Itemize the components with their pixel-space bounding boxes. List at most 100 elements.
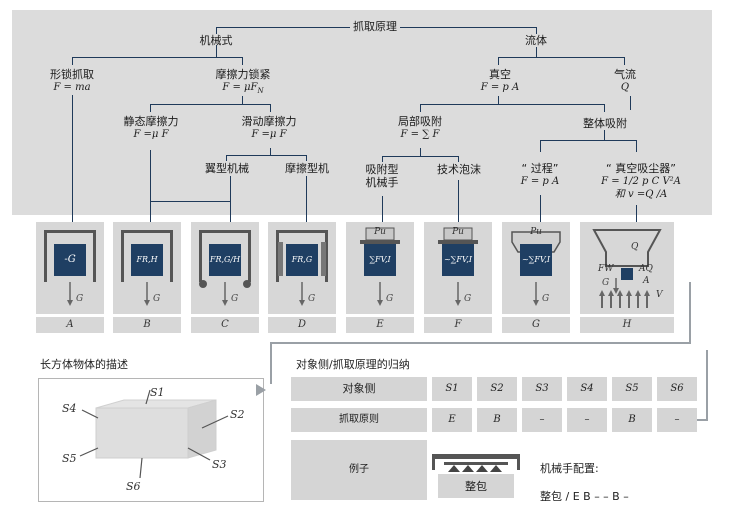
config-value: 整包 / E B – – B – [540, 490, 629, 503]
force-block: ∑FV,I [364, 244, 396, 276]
tree-line [230, 201, 231, 223]
tree-line [382, 196, 383, 223]
principle-cell: E [432, 408, 472, 432]
tree-line [216, 45, 217, 57]
node-fluid: 流体 [525, 34, 547, 47]
node-friction-type: 摩擦型机 [285, 162, 329, 175]
node-sliding-friction: 滑动摩擦力 F =μ F [241, 115, 297, 140]
tree-line [150, 201, 230, 202]
airflow-label-v: V [656, 290, 663, 300]
side-label-s5: S5 [62, 452, 77, 465]
row-header-example: 例子 [291, 440, 427, 500]
tree-line [604, 130, 605, 140]
tree-line [270, 148, 271, 155]
object-side-cell: S3 [522, 377, 562, 401]
gripper-drawing [199, 230, 251, 306]
tree-line [270, 104, 271, 112]
card-label: G [502, 317, 570, 333]
tree-line [420, 148, 421, 156]
object-side-cell: S4 [567, 377, 607, 401]
card-label: F [424, 317, 492, 333]
tree-line [458, 180, 459, 223]
principle-cell: B [612, 408, 652, 432]
gravity-label: G [231, 294, 239, 304]
node-airflow: 气流 Q [614, 68, 636, 93]
airflow-label-a: A [643, 276, 650, 286]
object-side-cell: S5 [612, 377, 652, 401]
airflow-label-q: Q [631, 242, 639, 252]
tree-line [498, 57, 624, 58]
card-label: B [113, 317, 181, 333]
node-local-suction: 局部吸附 F = ∑ F [398, 115, 442, 140]
tree-line [540, 140, 541, 152]
card-label: C [191, 317, 259, 333]
force-block: ~∑FV,I [520, 244, 552, 276]
tree-line [72, 57, 242, 58]
tree-line [242, 96, 243, 104]
gripper-drawing [121, 230, 173, 306]
node-process: “ 过程” F = p A [520, 162, 560, 187]
tree-line [420, 104, 604, 105]
gravity-label: G [386, 294, 394, 304]
node-wing-type: 翼型机械 [205, 162, 249, 175]
tree-line [536, 47, 537, 57]
tree-line [540, 140, 636, 141]
tree-line [150, 104, 151, 112]
gravity-label: G [602, 278, 610, 288]
gravity-label: G [76, 294, 84, 304]
tree-line [498, 96, 499, 104]
principle-cell: – [657, 408, 697, 432]
tree-line [636, 205, 637, 223]
gripper-drawing [276, 230, 328, 306]
force-block: FR,G [286, 244, 318, 276]
cuboid-drawing [79, 389, 229, 479]
node-friction-lock: 摩擦力锁紧 F = μFN [215, 68, 271, 95]
tree-line [150, 150, 151, 223]
force-block: ~∑FV,I [442, 244, 474, 276]
node-mechanical: 机械式 [199, 34, 233, 47]
tree-line [226, 155, 227, 161]
flow-line [270, 342, 272, 384]
object-side-cell: S6 [657, 377, 697, 401]
tree-line [630, 96, 631, 110]
row-header-principle: 抓取原则 [291, 408, 427, 432]
node-foam: 技术泡沫 [437, 163, 481, 176]
pressure-label: Pu [452, 227, 464, 237]
airflow-label-fw: FW [598, 264, 614, 274]
object-side-cell: S2 [477, 377, 517, 401]
tree-line [458, 156, 459, 162]
side-label-s1: S1 [150, 386, 165, 399]
tree-line [150, 104, 270, 105]
side-label-s4: S4 [62, 402, 77, 415]
tree-line [306, 155, 307, 161]
pressure-label: Pu [374, 227, 386, 237]
gripper-drawing [44, 230, 96, 306]
tree-line [540, 195, 541, 223]
side-label-s3: S3 [212, 458, 227, 471]
pressure-label: Pu [530, 227, 542, 237]
gravity-label: G [542, 294, 550, 304]
tree-line [216, 27, 217, 34]
airflow-label-aq: AQ [639, 264, 653, 274]
force-block: FR,H [131, 244, 163, 276]
node-vacuum-cleaner: “ 真空吸尘器” F = 1/2 p C V²A 和 v =Q /A [601, 162, 681, 200]
side-label-s6: S6 [126, 480, 141, 493]
card-label: H [580, 317, 674, 333]
tree-line [230, 176, 231, 202]
object-block [621, 268, 633, 280]
gravity-label: G [464, 294, 472, 304]
tree-line [306, 176, 307, 223]
node-static-friction: 静态摩擦力 F =μ F [123, 115, 179, 140]
principle-cell: – [567, 408, 607, 432]
flow-line [706, 350, 708, 420]
flow-line [689, 282, 691, 344]
principle-cell: B [477, 408, 517, 432]
node-vacuum: 真空 F = p A [480, 68, 520, 93]
card-label: A [36, 317, 104, 333]
tree-line [536, 27, 537, 34]
tree-line [72, 57, 73, 65]
package-gripper-icon [432, 454, 520, 498]
gripper-drawing [592, 229, 662, 308]
principle-cell: – [522, 408, 562, 432]
force-block: FR,G/H [209, 244, 241, 276]
